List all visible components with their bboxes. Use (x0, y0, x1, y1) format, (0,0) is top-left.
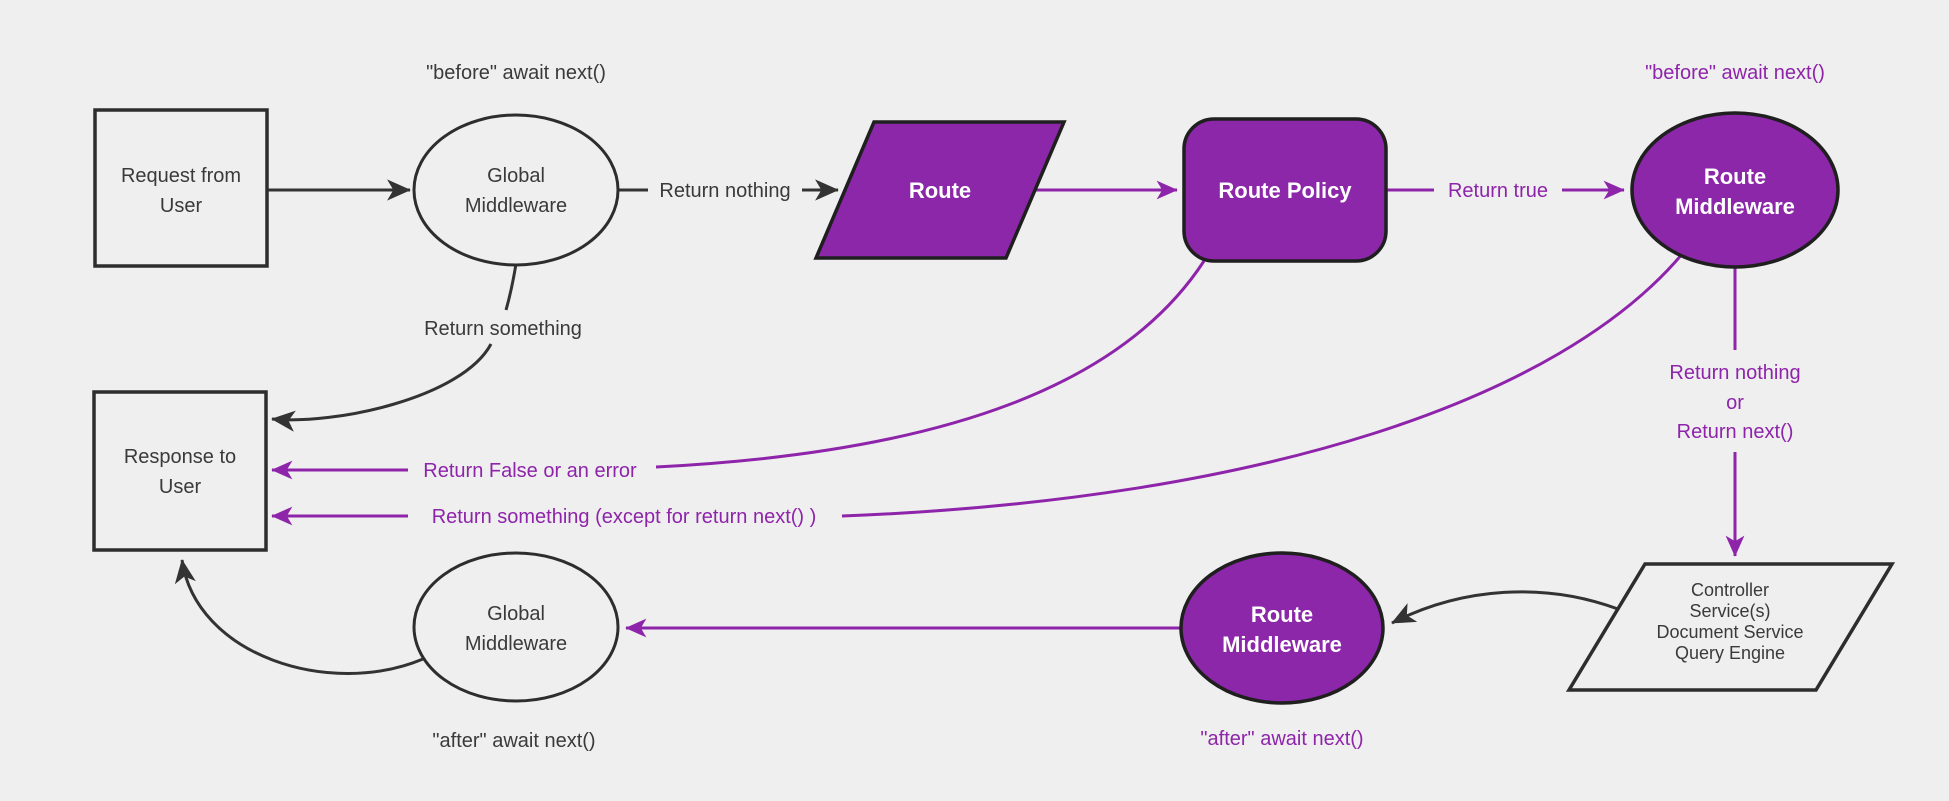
global-middleware-bottom-node (412, 551, 620, 703)
route-node (813, 120, 1067, 260)
global-middleware-top-label-line1: Global (487, 165, 545, 187)
route-node-label: Route (909, 178, 971, 203)
route-policy-node-label: Route Policy (1218, 178, 1352, 203)
global-middleware-top-node (412, 113, 620, 267)
route-middleware-bottom-label-line2: Middleware (1222, 632, 1342, 657)
label-return-true: Return true (1448, 180, 1548, 202)
response-node-label-line2: User (159, 476, 202, 498)
label-before-await-next-top: "before" await next() (426, 62, 606, 84)
global-middleware-bottom-label-line1: Global (487, 603, 545, 625)
response-node (92, 390, 268, 552)
route-policy-node (1182, 117, 1388, 263)
controller-node (1565, 562, 1896, 692)
label-after-await-next-right: "after" await next() (1200, 728, 1363, 750)
route-middleware-top-label-line2: Middleware (1675, 194, 1795, 219)
label-return-nothing-or-line3: Return next() (1677, 421, 1794, 443)
route-middleware-bottom-label-line1: Route (1251, 602, 1313, 627)
global-middleware-top-label-line2: Middleware (465, 195, 567, 217)
label-return-nothing-or-line1: Return nothing (1669, 362, 1800, 384)
label-return-something: Return something (424, 318, 582, 340)
edge-return-false-curve (655, 260, 1206, 469)
controller-node-label-line1: Controller (1691, 580, 1769, 600)
label-after-await-next-left: "after" await next() (432, 730, 595, 752)
label-return-something-except: Return something (except for return next… (432, 506, 817, 528)
route-middleware-top-label-line1: Route (1704, 164, 1766, 189)
label-return-nothing-or-line2: or (1726, 392, 1744, 414)
request-node-label-line1: Request from (121, 165, 241, 187)
controller-node-label-line2: Service(s) (1689, 601, 1770, 621)
route-middleware-bottom-node (1179, 551, 1385, 705)
controller-node-label-line3: Document Service (1656, 622, 1803, 642)
edge-global-middleware-bottom-to-response (174, 559, 424, 675)
edge-return-something-except-curve (841, 252, 1685, 518)
edge-return-something-upper (504, 263, 518, 311)
global-middleware-bottom-label-line2: Middleware (465, 633, 567, 655)
request-node-label-line2: User (160, 195, 203, 217)
label-before-await-next-right: "before" await next() (1645, 62, 1825, 84)
edge-controller-to-route-middleware-bottom (1391, 590, 1619, 625)
label-return-false-or-error: Return False or an error (423, 460, 637, 482)
request-node (93, 108, 269, 268)
route-middleware-top-node (1630, 111, 1840, 269)
controller-node-label-line4: Query Engine (1675, 643, 1785, 663)
response-node-label-line1: Response to (124, 446, 236, 468)
label-return-nothing-top: Return nothing (659, 180, 790, 202)
edge-return-something-to-response (271, 343, 493, 432)
